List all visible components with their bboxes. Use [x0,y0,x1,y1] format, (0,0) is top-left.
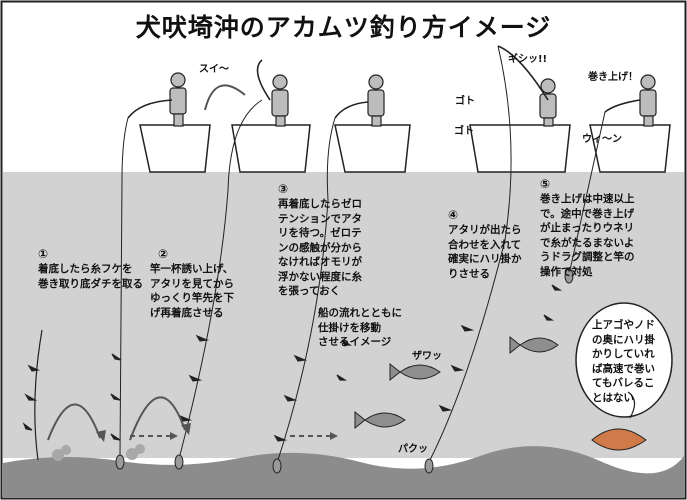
sfx-reel-up: 巻き上げ！ [588,72,638,83]
step-2-number: ② [158,247,169,261]
sfx-goto-1: ゴト [455,96,475,107]
angler-4 [539,78,557,127]
boats [139,124,671,173]
rigs [22,284,563,461]
sinkers [115,268,574,474]
step-3-number: ③ [278,182,289,196]
fish [354,335,559,430]
page-title: 犬吠埼沖のアカムツ釣り方イメージ [135,13,552,42]
step-3-text: 再着底したらゼロ テンションでアタ リを待つ。ゼロテ ンの感触が分から なければ… [278,198,362,297]
seabed [3,446,684,497]
rods [127,45,641,119]
step-1-text: 着底したら糸フケを 巻き取り底ダチを取る [38,263,143,290]
sea-area [3,172,684,458]
sfx-gishi: ギシッ!! [508,54,548,65]
step-4-number: ④ [448,208,459,222]
boat-hull-5 [589,124,671,173]
note-bubble [575,302,673,418]
anglers [169,72,657,127]
current-note: 船の流れとともに 仕掛けを移動 させるイメージ [318,307,402,348]
boat-hull-1 [139,124,211,173]
sediment-puffs [52,444,145,461]
boat-hull-3 [334,124,411,173]
sfx-goto-2: ゴト [454,126,474,137]
fish-note: 上アゴやノド の奥にハリ掛 かりしていれ ば高速で巻い てもバレるこ とはない [592,319,655,404]
sfx-paku: パクッ [398,444,428,455]
sfx-wheen: ウィ〜ン [582,134,622,145]
step-1-number: ① [38,247,49,261]
sfx-zawa: ザワッ [412,351,442,362]
angler-3 [367,74,385,127]
sfx-swish: スイ〜 [199,64,229,75]
boat-hull-4 [469,124,571,173]
step-5-text: 巻き上げは中速以上 で。途中で巻き上げ が止まったりウネリ で糸がたるまないよ … [540,193,635,278]
step-4-text: アタリが出たら 合わせを入れて 確実にハリ掛か りさせる [448,224,522,280]
step-2-text: 竿一杯誘い上げ、 アタリを見てから ゆっくり竿先を下 げ再着底させる [150,263,234,319]
angler-1 [169,72,187,127]
angler-5 [639,74,657,127]
angler-2 [271,74,289,127]
fishing-lines [119,45,606,461]
motion-arrows [47,84,330,441]
bubble-fish [591,428,647,451]
boat-hull-2 [231,124,311,173]
bubble-hook [627,391,636,419]
arrowheads [96,423,338,442]
step-5-number: ⑤ [540,177,551,191]
